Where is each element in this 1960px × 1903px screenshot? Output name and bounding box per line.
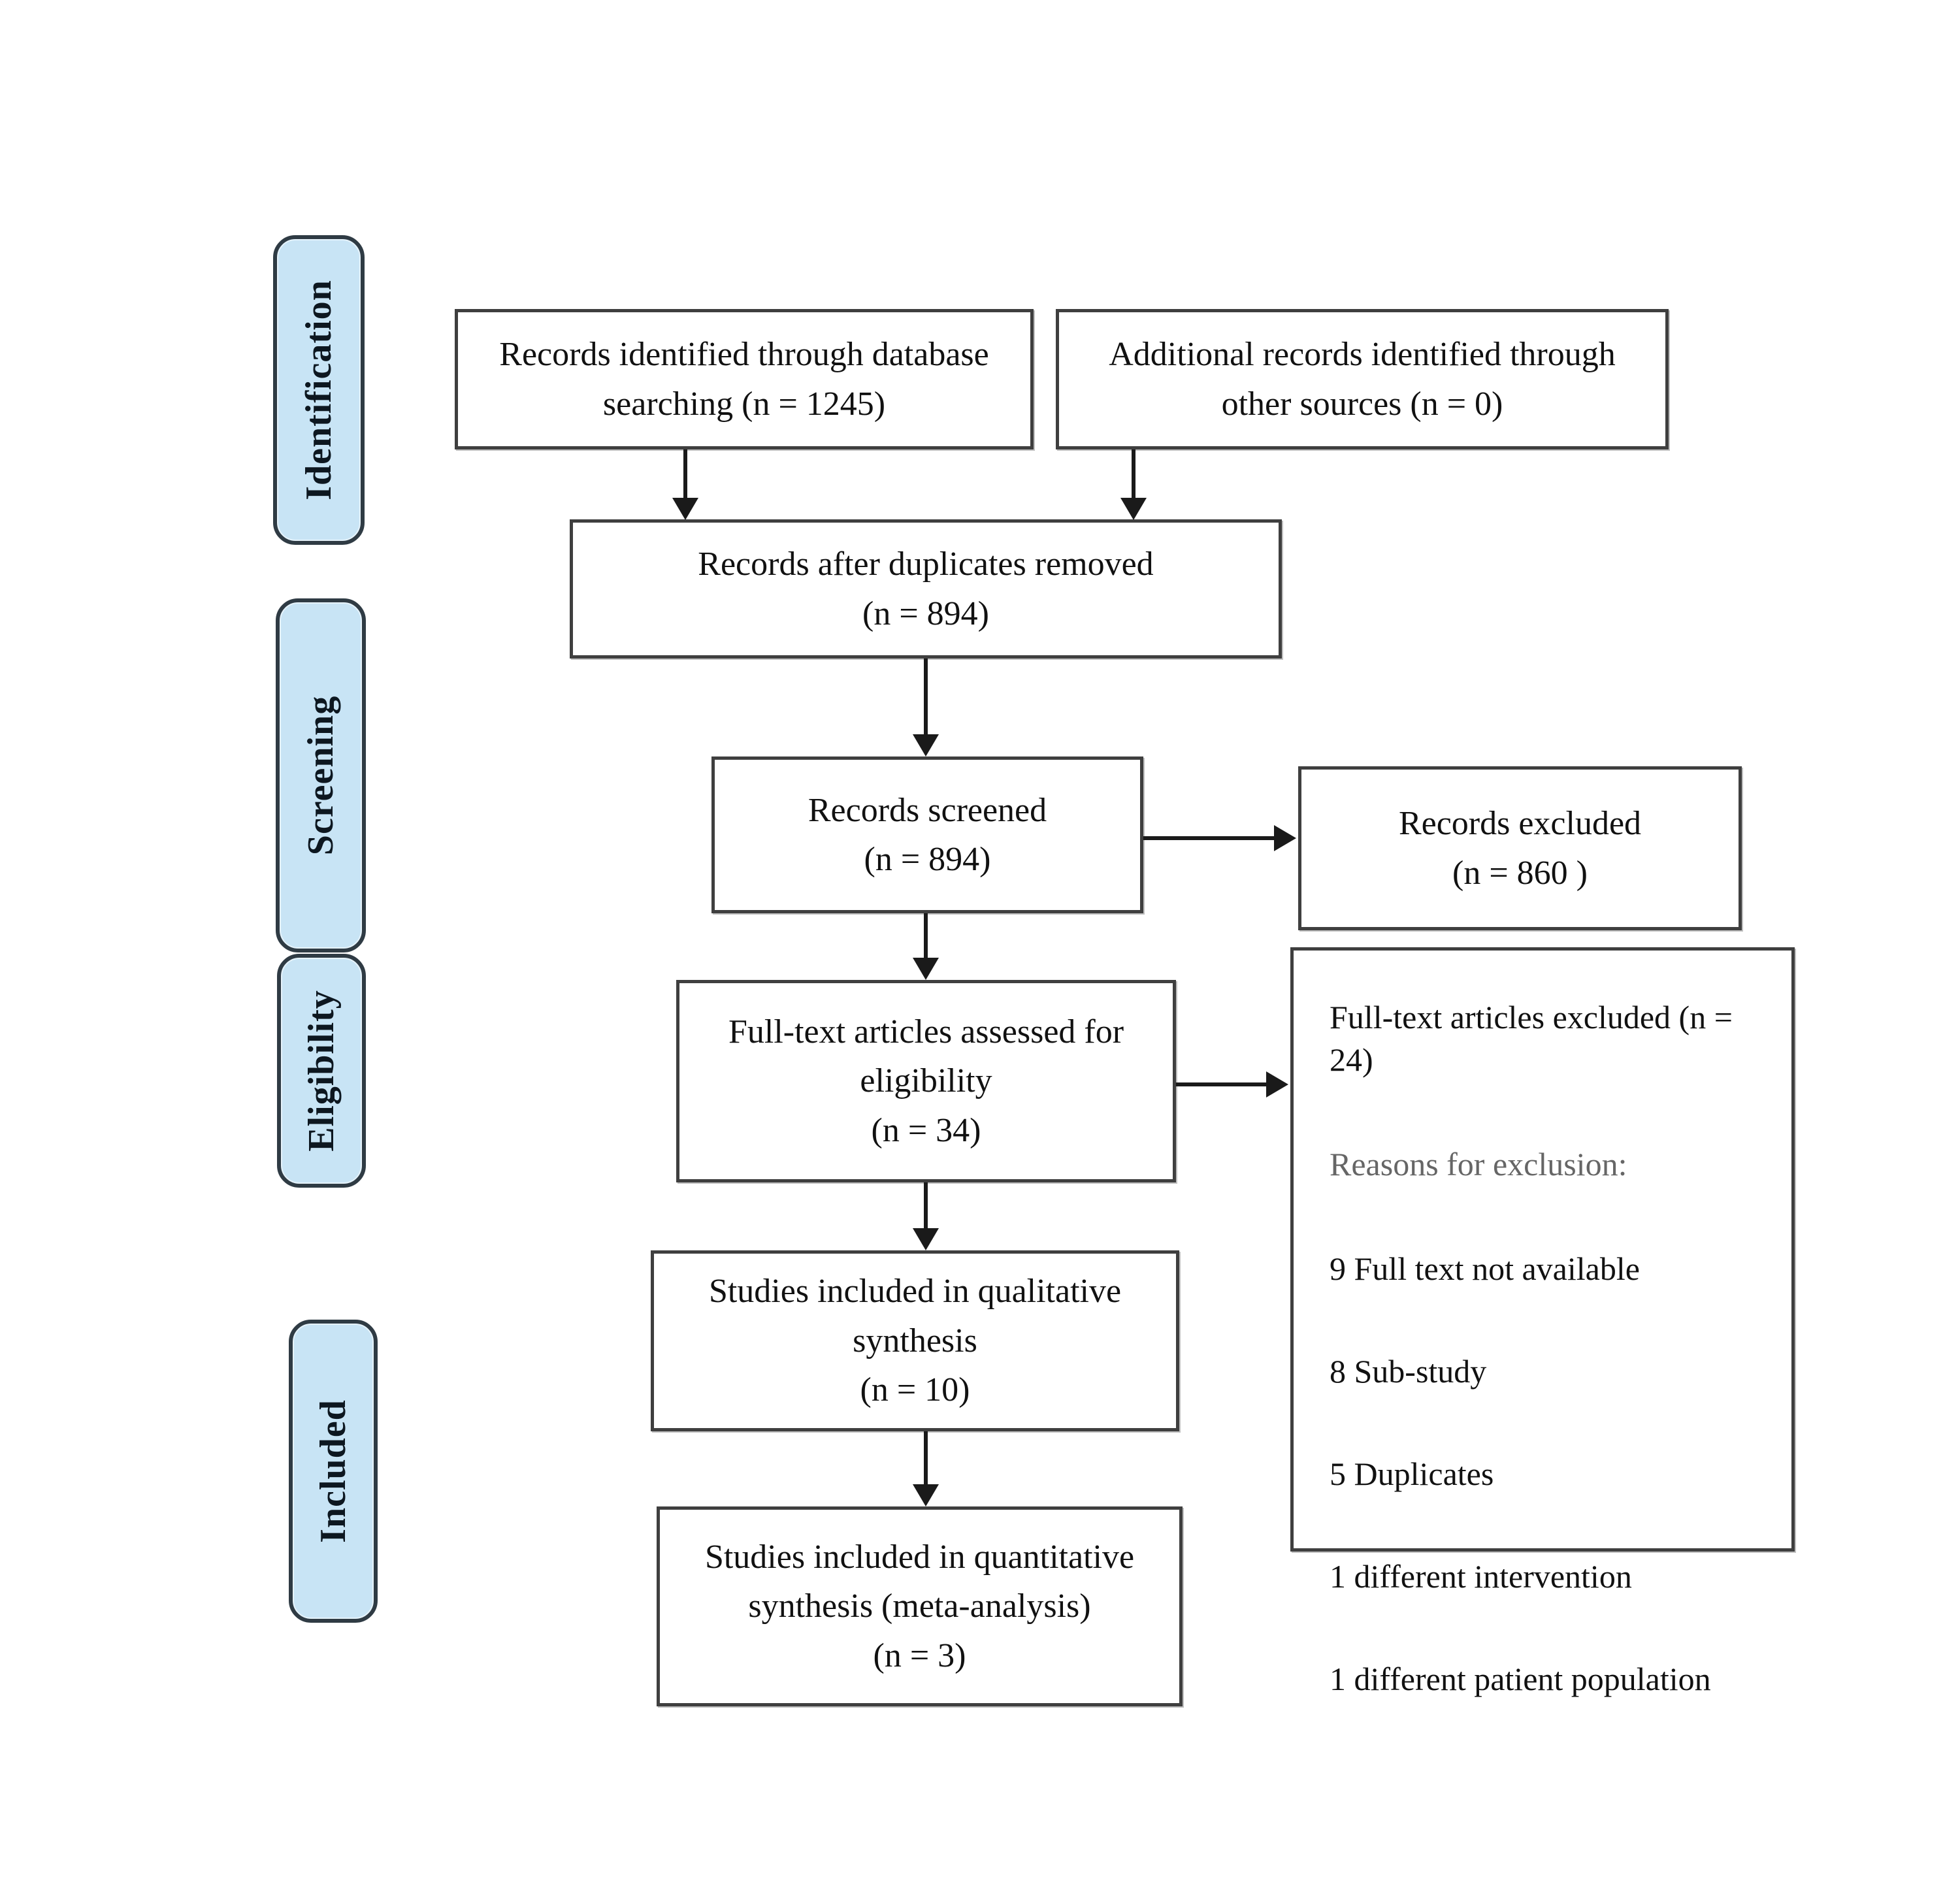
exclusion-reason: 1 different intervention	[1330, 1558, 1632, 1595]
arrowhead-qualitative-to-quantitative	[913, 1484, 939, 1506]
stage-included: Included	[289, 1320, 378, 1623]
box-after-duplicates: Records after duplicates removed (n = 89…	[570, 519, 1282, 659]
exclusion-reason: 8 Sub-study	[1330, 1353, 1487, 1390]
box-records-excluded: Records excluded (n = 860 )	[1298, 766, 1742, 930]
arrow-qualitative-to-quantitative	[924, 1431, 928, 1485]
panel-title: Full-text articles excluded (n = 24)	[1330, 999, 1733, 1078]
exclusion-reason: 1 different patient population	[1330, 1661, 1711, 1697]
arrowhead-additional-to-duplicates	[1120, 498, 1147, 520]
arrowhead-fulltext-to-excluded-panel	[1266, 1071, 1288, 1098]
arrow-fulltext-to-excluded-panel	[1176, 1082, 1267, 1086]
stage-identification-label: Identification	[299, 280, 339, 500]
stage-included-label: Included	[313, 1399, 354, 1543]
arrow-screened-to-excluded	[1143, 836, 1275, 840]
stage-eligibility-label: Eligibility	[301, 990, 342, 1152]
stage-screening: Screening	[276, 598, 366, 952]
arrow-duplicates-to-screened	[924, 659, 928, 736]
arrowhead-screened-to-excluded	[1274, 825, 1296, 851]
arrow-fulltext-to-qualitative	[924, 1182, 928, 1229]
panel-subtitle: Reasons for exclusion:	[1330, 1146, 1627, 1182]
box-qualitative-synthesis: Studies included in qualitative synthesi…	[651, 1250, 1179, 1431]
arrowhead-duplicates-to-screened	[913, 734, 939, 756]
box-quantitative-synthesis: Studies included in quantitative synthes…	[657, 1506, 1183, 1706]
arrowhead-screened-to-fulltext	[913, 958, 939, 980]
arrowhead-fulltext-to-qualitative	[913, 1228, 939, 1250]
stage-screening-label: Screening	[301, 695, 341, 856]
box-records-screened: Records screened (n = 894)	[711, 756, 1143, 913]
arrow-additional-to-duplicates	[1132, 449, 1135, 499]
arrow-identified-to-duplicates	[683, 449, 687, 499]
arrowhead-identified-to-duplicates	[672, 498, 698, 520]
box-records-identified: Records identified through database sear…	[455, 309, 1034, 449]
exclusion-reason: 9 Full text not available	[1330, 1250, 1640, 1287]
box-additional-records: Additional records identified through ot…	[1056, 309, 1669, 449]
exclusion-reason: 5 Duplicates	[1330, 1456, 1494, 1492]
panel-fulltext-excluded: Full-text articles excluded (n = 24) Rea…	[1290, 947, 1795, 1697]
stage-eligibility: Eligibility	[277, 954, 366, 1188]
arrow-screened-to-fulltext	[924, 913, 928, 959]
stage-identification: Identification	[273, 235, 365, 545]
box-fulltext-assessed: Full-text articles assessed for eligibil…	[676, 980, 1176, 1182]
